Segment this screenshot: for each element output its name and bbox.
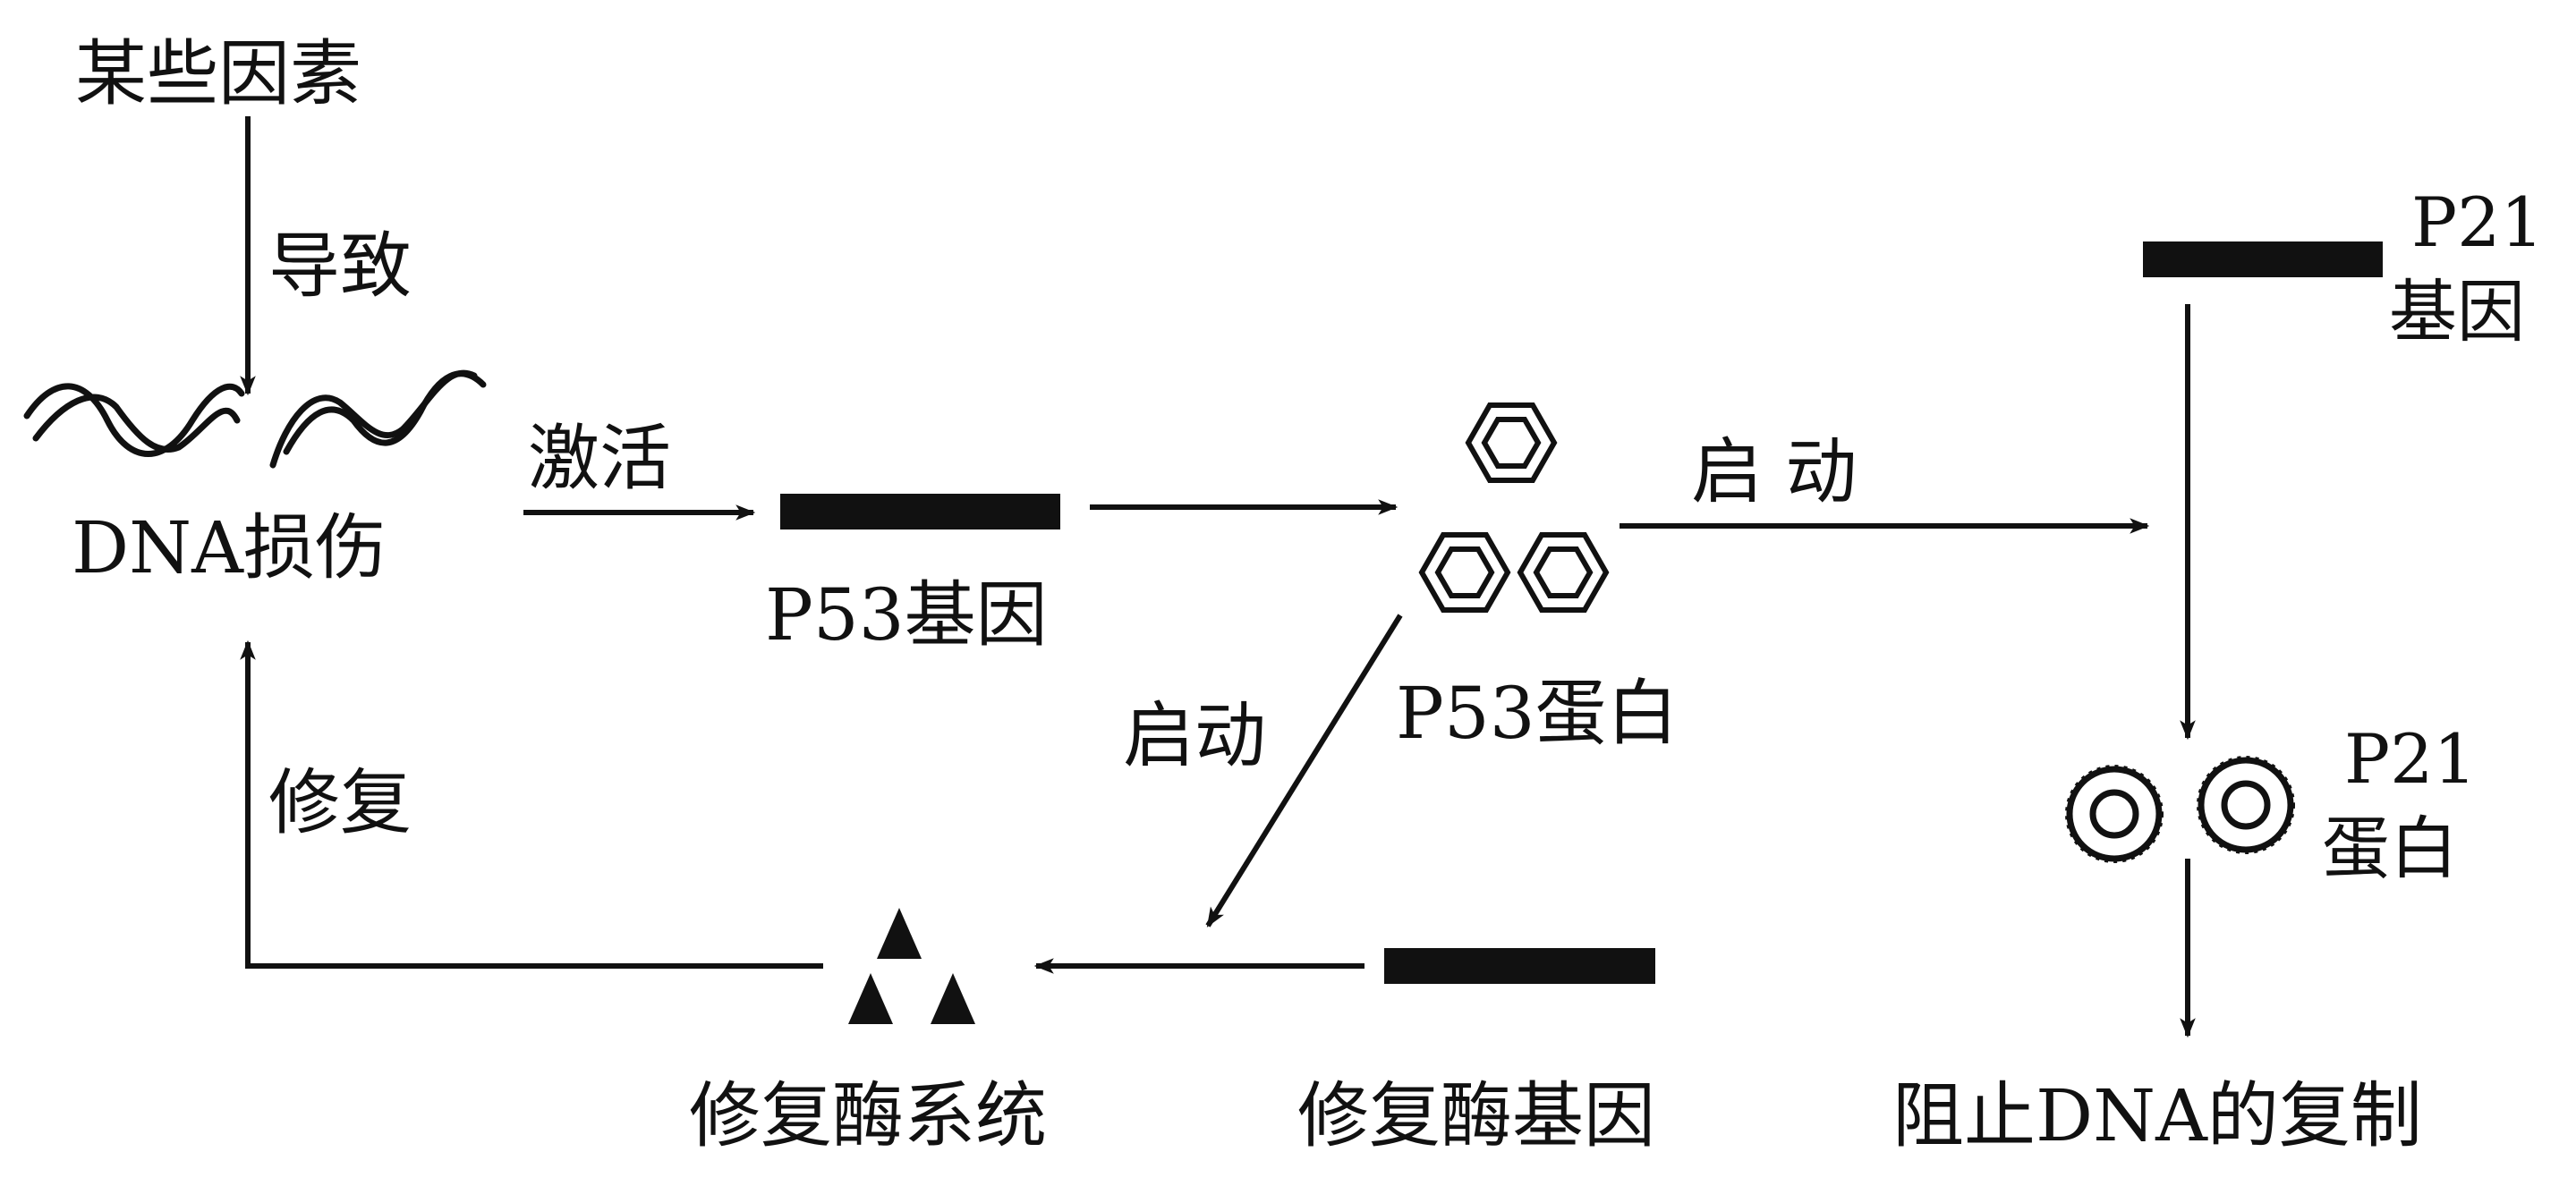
cause-label: 导致 (268, 224, 412, 308)
factors-label: 某些因素 (75, 32, 361, 115)
repair-enzyme-gene-label: 修复酶基因 (1297, 1074, 1655, 1157)
repair-enzyme-gene-bar-icon (1384, 948, 1655, 984)
arrow-repair-to-dna (240, 640, 823, 969)
activate-label: 激活 (528, 417, 671, 500)
dna-double-helix-icon (23, 369, 487, 469)
dna-damage-label: DNA损伤 (72, 506, 387, 589)
p53-gene-label: P53基因 (765, 573, 1048, 657)
p21-gene-bar-icon (2143, 241, 2383, 277)
p21-gene-label-line2: 基因 (2389, 272, 2525, 352)
p21-gene-label-line1: P21 (2411, 182, 2544, 262)
p53-gene-bar-icon (780, 494, 1060, 529)
repair-enzyme-system-label: 修复酶系统 (689, 1074, 1047, 1157)
p21-protein-label-line1: P21 (2344, 719, 2477, 799)
p21-protein-label-line2: 蛋白 (2322, 809, 2458, 888)
hexagon-ring-cluster-icon (1418, 402, 1610, 613)
repair-label: 修复 (268, 761, 412, 844)
triangle-cluster-icon (848, 908, 975, 1024)
start-top-label: 启 动 (1691, 430, 1857, 513)
start-mid-label: 启动 (1123, 694, 1266, 777)
p53-protein-label: P53蛋白 (1396, 672, 1679, 755)
block-replication-label: 阻止DNA的复制 (1892, 1074, 2422, 1157)
arrow-p53-protein-to-repair-system (1205, 614, 1403, 928)
double-ring-icon (2065, 756, 2295, 863)
